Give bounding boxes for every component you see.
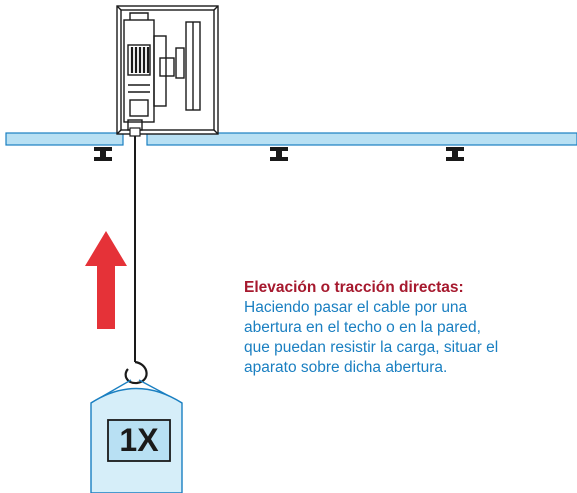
cable bbox=[129, 127, 141, 362]
hoist-unit-icon bbox=[116, 5, 219, 135]
caption-line: Haciendo pasar el cable por una bbox=[244, 299, 468, 316]
caption-line: abertura en el techo o en la pared, bbox=[244, 319, 481, 336]
i-beam-support-icon bbox=[270, 147, 288, 161]
caption-line: aparato sobre dicha abertura. bbox=[244, 359, 448, 376]
i-beam-support-icon bbox=[446, 147, 464, 161]
caption-line: que puedan resistir la carga, situar el bbox=[244, 339, 499, 356]
up-arrow-icon bbox=[85, 231, 127, 329]
ceiling-beam bbox=[5, 132, 577, 146]
hook-icon bbox=[124, 360, 148, 385]
caption-title: Elevación o tracción directas: bbox=[244, 279, 464, 296]
i-beam-support-icon bbox=[94, 147, 112, 161]
load bbox=[90, 387, 183, 493]
caption: Elevación o tracción directas: Haciendo … bbox=[244, 278, 577, 378]
load-weight-label: 1X bbox=[119, 422, 159, 458]
load-label-box bbox=[107, 419, 171, 462]
